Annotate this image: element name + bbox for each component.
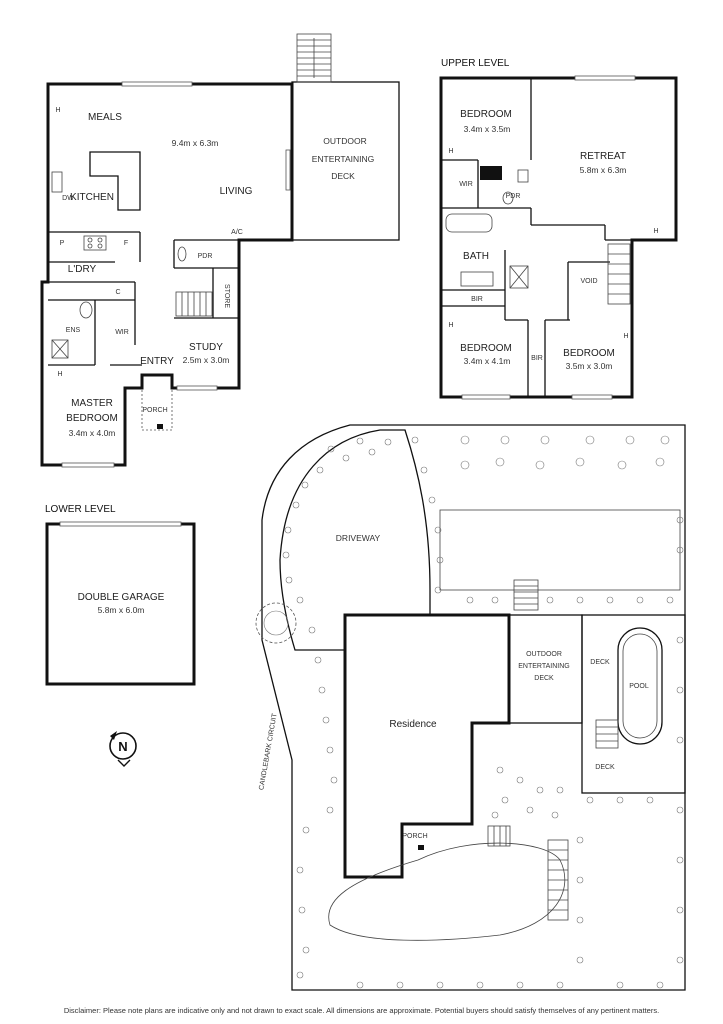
bathtub-icon: [445, 213, 493, 233]
label-upper-bed3: BEDROOM: [563, 348, 615, 359]
label-living: LIVING: [220, 186, 253, 197]
label-site-outdoor-3: DECK: [534, 675, 554, 682]
site-pool-deck: [581, 614, 686, 794]
label-retreat: RETREAT: [580, 151, 626, 162]
disclaimer-text: Disclaimer: Please note plans are indica…: [63, 1006, 660, 1015]
shower-icon: [51, 339, 69, 359]
label-upper-h3: H: [448, 322, 453, 329]
toilet-icon: [79, 301, 93, 319]
upper-fireplace: [480, 166, 502, 180]
label-upper-h2: H: [653, 228, 658, 235]
label-upper-bed1: BEDROOM: [460, 109, 512, 120]
label-garage: DOUBLE GARAGE: [78, 592, 165, 603]
label-store: STORE: [223, 284, 230, 308]
label-void: VOID: [580, 278, 597, 285]
label-outdoor-deck-1: OUTDOOR: [323, 136, 366, 146]
kitchen-island: [89, 151, 141, 211]
north-arrow-icon: N: [109, 731, 137, 767]
shrub-markers: [282, 435, 684, 989]
label-dw: DW: [62, 195, 74, 202]
label-garage-dims: 5.8m x 6.0m: [98, 605, 145, 615]
label-site-outdoor-2: ENTERTAINING: [518, 663, 569, 670]
label-pantry: P: [60, 240, 65, 247]
label-outdoor-deck-2: ENTERTAINING: [312, 154, 375, 164]
sink-icon: [51, 171, 63, 193]
label-residence: Residence: [389, 719, 437, 730]
site-stairs: [487, 579, 619, 921]
label-meals: MEALS: [88, 112, 122, 123]
label-site-deck-1: DECK: [590, 659, 610, 666]
label-upper-h4: H: [623, 333, 628, 340]
label-cupboard: C: [115, 289, 120, 296]
label-entry: ENTRY: [140, 356, 174, 367]
label-upper-bir2: BIR: [531, 355, 543, 362]
label-laundry: L'DRY: [68, 264, 97, 275]
site-plan: [255, 424, 686, 991]
label-site-deck-2: DECK: [595, 764, 615, 771]
upper-stairs: [607, 243, 631, 305]
label-upper-h1: H: [448, 148, 453, 155]
upper-floor-plan: [439, 75, 678, 400]
label-upper-bed1-dims: 3.4m x 3.5m: [464, 124, 511, 134]
label-upper-bed3-dims: 3.5m x 3.0m: [566, 361, 613, 371]
label-upper-pdr: PDR: [506, 193, 521, 200]
upper-level-heading: UPPER LEVEL: [441, 58, 510, 69]
label-main-dims: 9.4m x 6.3m: [172, 138, 219, 148]
label-street: CANDLEBARK CIRCUIT: [258, 712, 279, 791]
label-upper-bir1: BIR: [471, 296, 483, 303]
lower-level-heading: LOWER LEVEL: [45, 504, 116, 515]
label-retreat-dims: 5.8m x 6.3m: [580, 165, 627, 175]
label-ens: ENS: [66, 327, 81, 334]
ground-floor-plan: [40, 33, 400, 468]
upper-shower-icon: [509, 265, 529, 289]
vanity-icon: [460, 271, 494, 287]
pdr-toilet-icon: [177, 246, 187, 262]
label-upper-bed2: BEDROOM: [460, 343, 512, 354]
label-master-1: MASTER: [71, 398, 113, 409]
site-porch-light: [418, 845, 424, 850]
street-tree-icon: [255, 602, 297, 644]
label-site-porch: PORCH: [402, 833, 427, 840]
deck-stairs: [296, 33, 332, 83]
label-study-dims: 2.5m x 3.0m: [183, 355, 230, 365]
label-kitchen: KITCHEN: [70, 192, 114, 203]
cooktop-icon: [83, 235, 107, 251]
label-master-dims: 3.4m x 4.0m: [69, 428, 116, 438]
interior-stairs: [175, 291, 213, 317]
label-wir: WIR: [115, 329, 129, 336]
site-boundary: [261, 424, 686, 991]
pool-outline: [617, 627, 663, 745]
label-heater-1: H: [55, 107, 60, 114]
upper-toilet-icon: [502, 191, 514, 205]
garden-bed: [439, 509, 681, 591]
label-upper-wir: WIR: [459, 181, 473, 188]
label-upper-bed2-dims: 3.4m x 4.1m: [464, 356, 511, 366]
ground-floor-walls: [40, 82, 294, 467]
compass-letter: N: [118, 739, 127, 754]
label-driveway: DRIVEWAY: [336, 533, 381, 543]
label-pdr: PDR: [198, 253, 213, 260]
label-ac: A/C: [231, 229, 243, 236]
label-pool: POOL: [629, 683, 649, 690]
label-heater-2: H: [57, 371, 62, 378]
label-outdoor-deck-3: DECK: [331, 171, 355, 181]
label-porch: PORCH: [142, 407, 167, 414]
label-bath: BATH: [463, 251, 489, 262]
label-study: STUDY: [189, 342, 223, 353]
garage-walls: [45, 522, 196, 686]
label-site-outdoor-1: OUTDOOR: [526, 651, 562, 658]
label-fridge: F: [124, 240, 128, 247]
lawn-outline: [328, 842, 566, 941]
label-master-2: BEDROOM: [66, 413, 118, 424]
porch-light-icon: [157, 424, 163, 429]
porch-outline: [141, 390, 173, 431]
